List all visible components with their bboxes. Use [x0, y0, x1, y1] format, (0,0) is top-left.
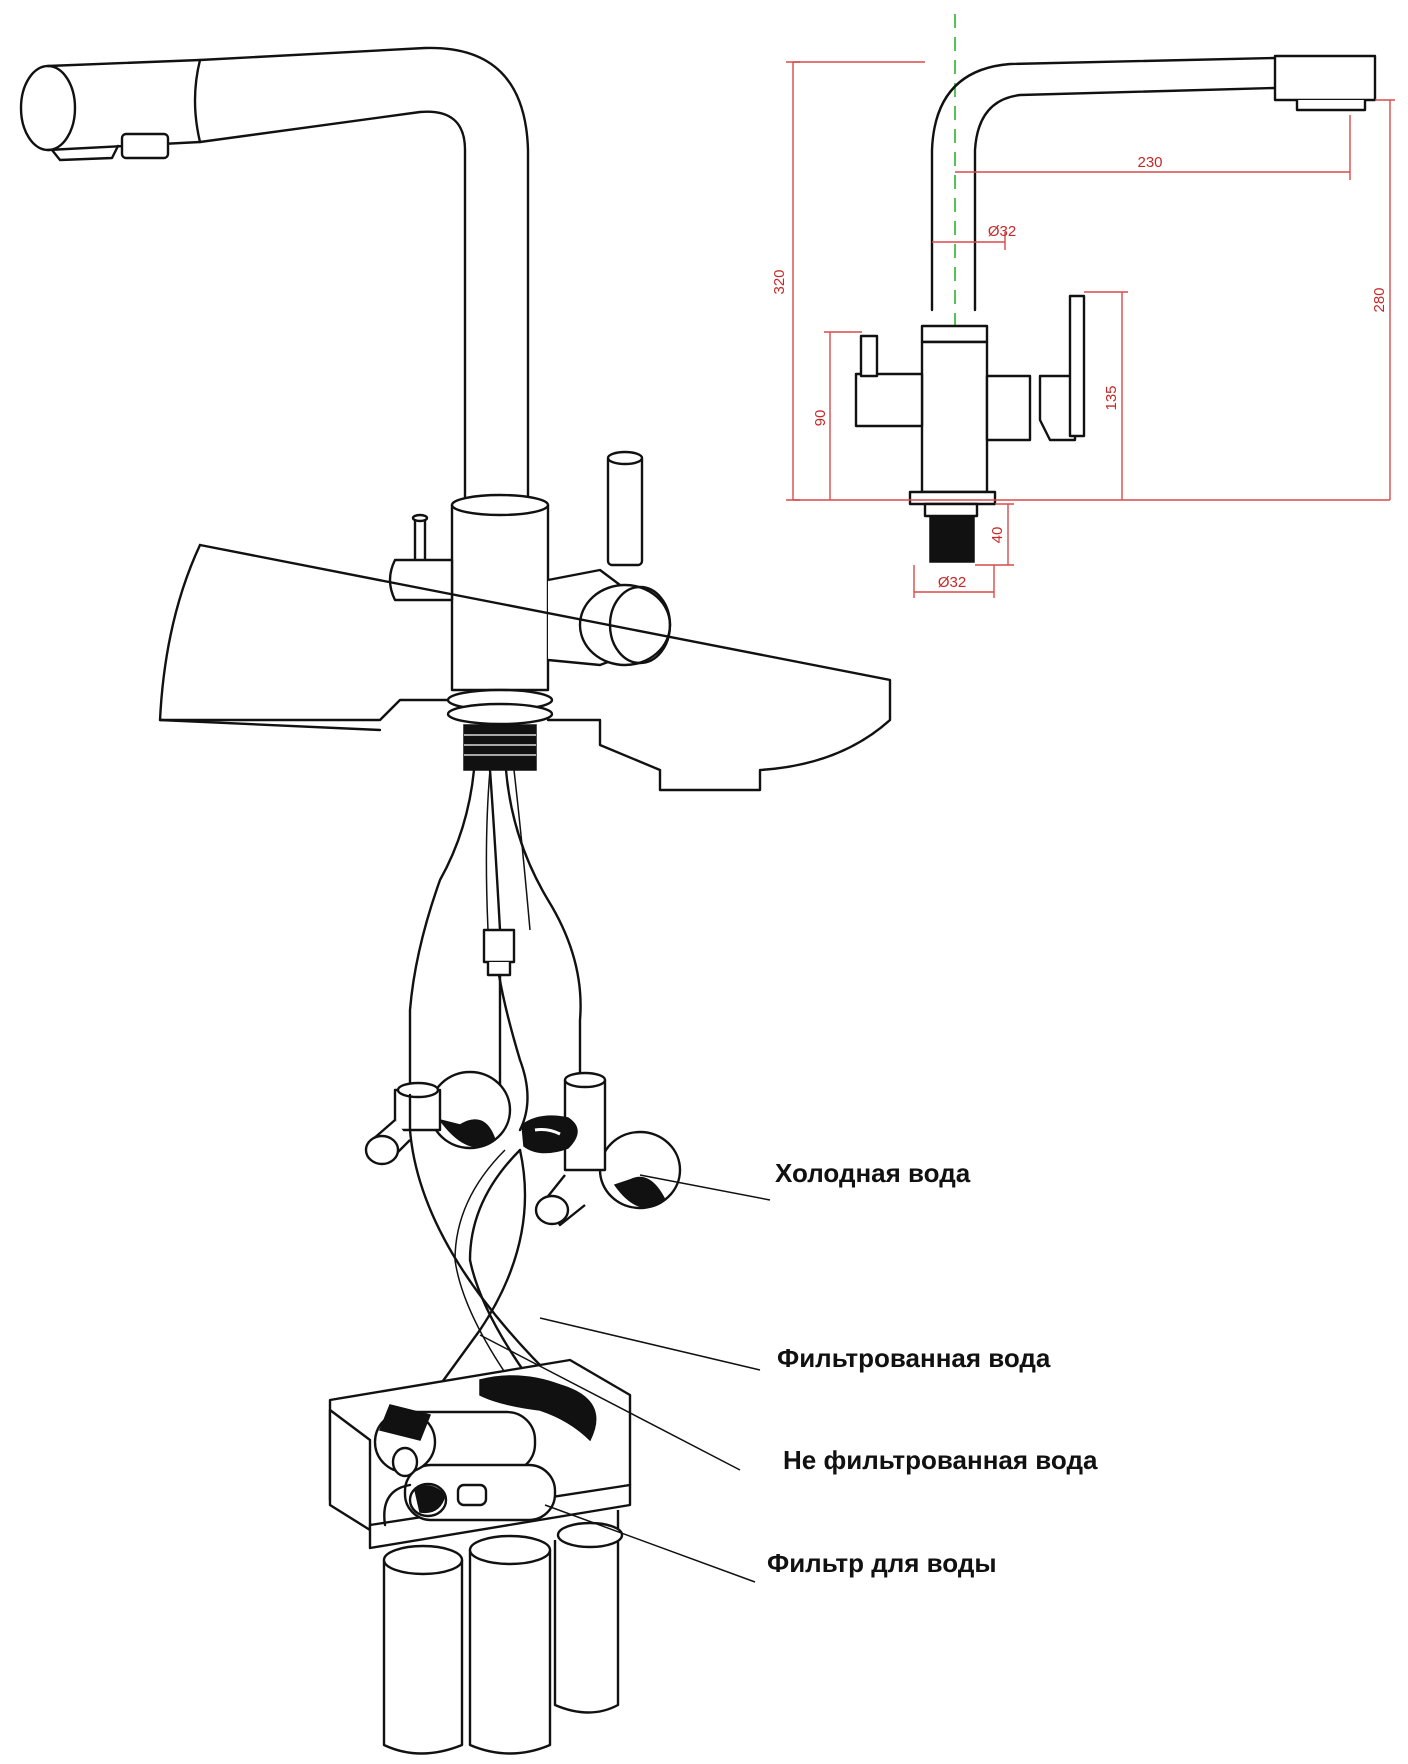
- leader-cold-water: [639, 1174, 771, 1201]
- angle-valve-right: [534, 1071, 682, 1227]
- dim-40: 40: [989, 527, 1006, 544]
- dim-line-135: [1084, 291, 1128, 500]
- spout-arm-outer: [198, 46, 530, 512]
- spout-head-end: [19, 64, 77, 152]
- leader-filtered-water: [539, 1317, 761, 1371]
- label-unfiltered-water: Не фильтрованная вода: [783, 1445, 1098, 1475]
- label-leader-lines: [479, 1174, 771, 1583]
- dim-line-90: [824, 331, 862, 500]
- hose-filtered: [488, 768, 502, 932]
- spout-arm-inner: [198, 110, 467, 512]
- label-filtered-water: Фильтрованная вода: [777, 1343, 1051, 1373]
- faucet-drawing: [19, 46, 892, 1755]
- spec-spout-inner: [973, 86, 1277, 312]
- dim-135: 135: [1103, 385, 1120, 410]
- threaded-shank: [463, 724, 537, 771]
- dim-d32-bottom: Ø32: [938, 574, 966, 591]
- dim-90: 90: [812, 410, 829, 427]
- spec-body: [920, 340, 989, 494]
- filter-handle-base: [388, 558, 454, 602]
- angle-valve-left: [364, 1070, 512, 1166]
- hose-cold-left: [408, 768, 476, 1097]
- leader-water-filter: [544, 1504, 756, 1583]
- leader-unfiltered-water: [479, 1334, 741, 1471]
- hose-fitting-nut: [482, 928, 516, 964]
- dimension-drawing: 320 280 230 Ø32 135 90 40 Ø32: [771, 14, 1395, 598]
- filter-handle-stem: [413, 518, 427, 562]
- dim-320: 320: [771, 269, 788, 294]
- spec-spout-head: [1273, 54, 1377, 102]
- dim-line-d32-top: [932, 232, 1006, 250]
- dim-230: 230: [1137, 154, 1162, 171]
- hose-cold-right: [504, 768, 582, 1082]
- spec-lever: [1068, 294, 1086, 438]
- countertop-edge: [198, 543, 892, 792]
- mixer-cartridge: [578, 583, 672, 667]
- spec-spout-outer: [930, 56, 1277, 312]
- tube-unfiltered-down: [438, 1148, 527, 1387]
- tube-filtered-down: [468, 1148, 532, 1382]
- dim-line-320: [786, 61, 800, 501]
- label-water-filter: Фильтр для воды: [767, 1548, 997, 1578]
- mixer-lever: [606, 453, 644, 567]
- filtered-tube-upper: [497, 973, 529, 1132]
- label-cold-water: Холодная вода: [775, 1158, 971, 1188]
- filter-tee-connector: [521, 1115, 578, 1154]
- spec-shank: [929, 515, 975, 563]
- spec-small-handle: [859, 334, 879, 378]
- dim-280: 280: [1371, 287, 1388, 312]
- spout-aerator-right: [120, 132, 170, 160]
- spec-base-plate: [908, 490, 997, 506]
- dim-line-d32-bottom: [913, 565, 995, 598]
- water-filter-unit: [328, 1358, 632, 1755]
- spec-small-handle-base: [854, 372, 924, 428]
- dim-line-230: [955, 115, 1351, 180]
- spout-aerator-left: [50, 144, 120, 162]
- spec-body-collar: [920, 324, 989, 344]
- dim-d32-top: Ø32: [988, 223, 1016, 240]
